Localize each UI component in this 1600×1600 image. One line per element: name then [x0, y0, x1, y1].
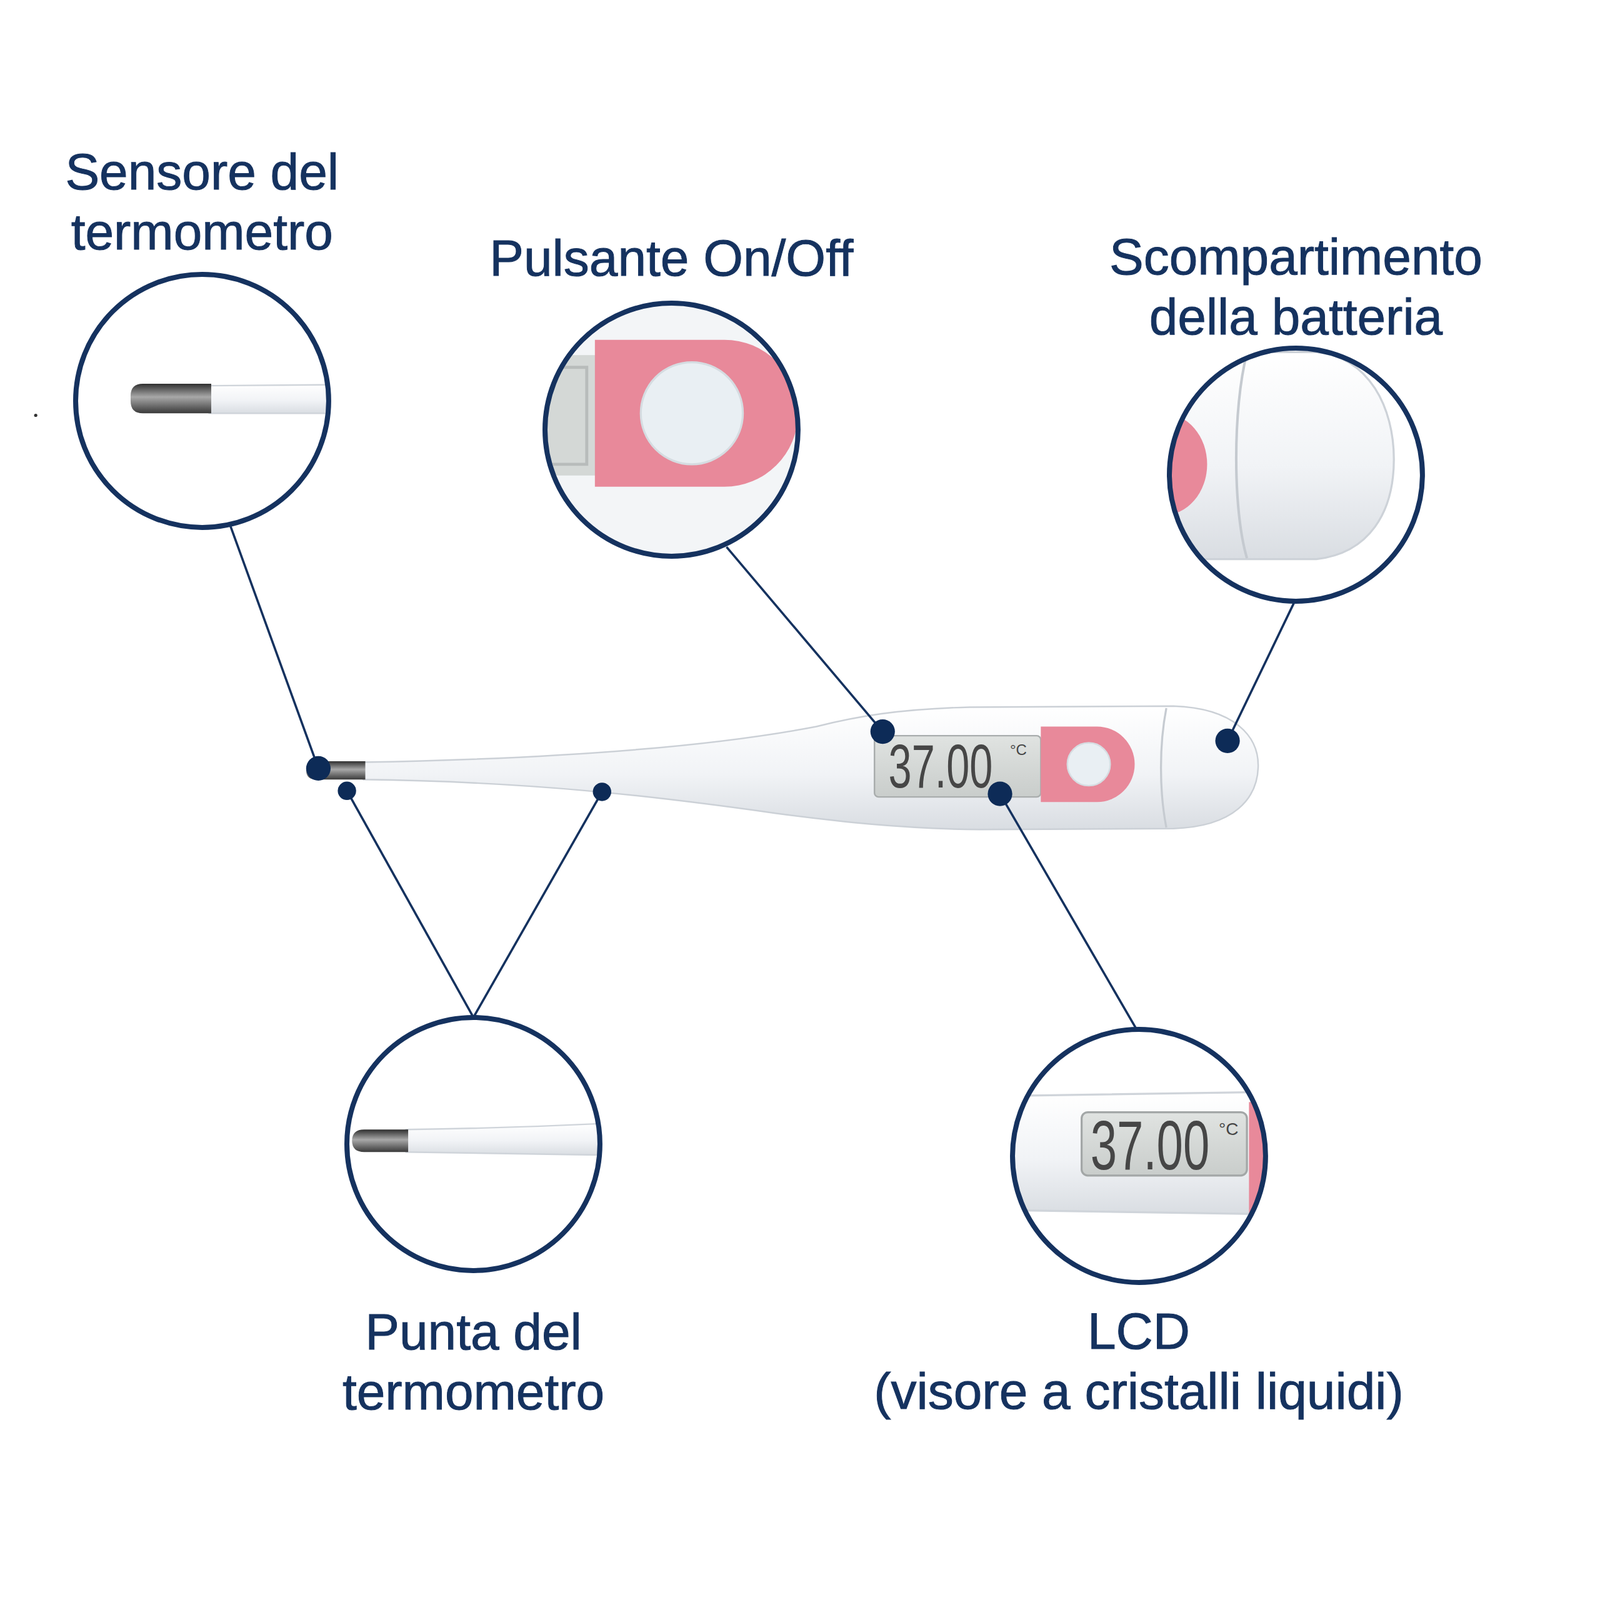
sensor-zoom: [130, 383, 337, 414]
button-zoom: [530, 295, 817, 572]
lcd-zoom: [1010, 1091, 1280, 1215]
lcd-unit: °C: [1010, 742, 1027, 758]
lcd-unit: °C: [1218, 1120, 1239, 1139]
lcd-reading: 37.00: [888, 735, 994, 797]
part-name: Sensore del termometro: [26, 141, 377, 262]
cap-seam: [1236, 353, 1247, 559]
circle-outline: [1169, 348, 1423, 602]
circle-outline: [346, 1017, 600, 1271]
part-name: Punta del termometro: [311, 1301, 637, 1422]
pink-panel: [1040, 726, 1135, 802]
body: [1010, 1091, 1275, 1215]
part-name: (visore a cristalli liquidi): [826, 1361, 1452, 1422]
leader-dots: [306, 719, 1240, 807]
cap-seam: [1161, 708, 1167, 828]
leader-line: [726, 546, 883, 732]
leader-dot: [593, 782, 612, 801]
pink-panel: [1119, 413, 1207, 515]
part-name: Scompartimento della batteria: [1076, 226, 1515, 347]
part-label: Pulsante On/Off: [421, 228, 922, 289]
circle-outline: [545, 303, 799, 557]
circle-outline: [1169, 348, 1423, 602]
leader-dot: [1215, 728, 1240, 754]
thermometer-body: [363, 706, 1259, 830]
metal-tip: [130, 383, 212, 414]
part-label: LCD(visore a cristalli liquidi): [826, 1301, 1452, 1422]
lcd-reading: 37.00: [1090, 1110, 1210, 1181]
circle-outline: [346, 1017, 600, 1271]
circle-outline: [545, 303, 799, 557]
thermometer: [306, 706, 1259, 830]
leader-dot: [337, 781, 356, 800]
circle-outline: [75, 274, 329, 528]
button: [1067, 743, 1111, 787]
circle-outline: [1012, 1029, 1266, 1283]
tip-zoom: [351, 1123, 604, 1156]
callout-circle: Punta del termometro: [346, 1017, 600, 1271]
metal-tip: [351, 1129, 409, 1152]
callout-circle: Sensore del termometro: [75, 274, 329, 528]
leader-line: [230, 526, 319, 769]
part-label: Sensore del termometro: [26, 141, 377, 262]
part-name: LCD: [826, 1301, 1452, 1362]
leader-lines: [230, 526, 1294, 1030]
part-label: Scompartimento della batteria: [1076, 226, 1515, 347]
callout-circle: Pulsante On/Off: [545, 303, 799, 557]
part-name: Pulsante On/Off: [421, 228, 922, 289]
body: [530, 295, 817, 572]
stem: [406, 1123, 605, 1156]
battery-zoom: [1119, 351, 1394, 559]
speck: [34, 413, 38, 417]
circle-outline: [75, 274, 329, 528]
leader-line: [473, 791, 603, 1018]
leader-line: [1000, 793, 1137, 1030]
leader-line: [1227, 603, 1294, 741]
leader-line: [346, 790, 474, 1017]
lcd-edge: [530, 355, 599, 476]
part-label: Punta del termometro: [311, 1301, 637, 1422]
stem: [209, 385, 337, 414]
leader-dot: [306, 756, 331, 781]
pink-panel: [595, 340, 799, 487]
button: [640, 362, 743, 465]
lcd: [874, 735, 1041, 797]
callout-circle: Scompartimento della batteria: [1169, 348, 1423, 602]
